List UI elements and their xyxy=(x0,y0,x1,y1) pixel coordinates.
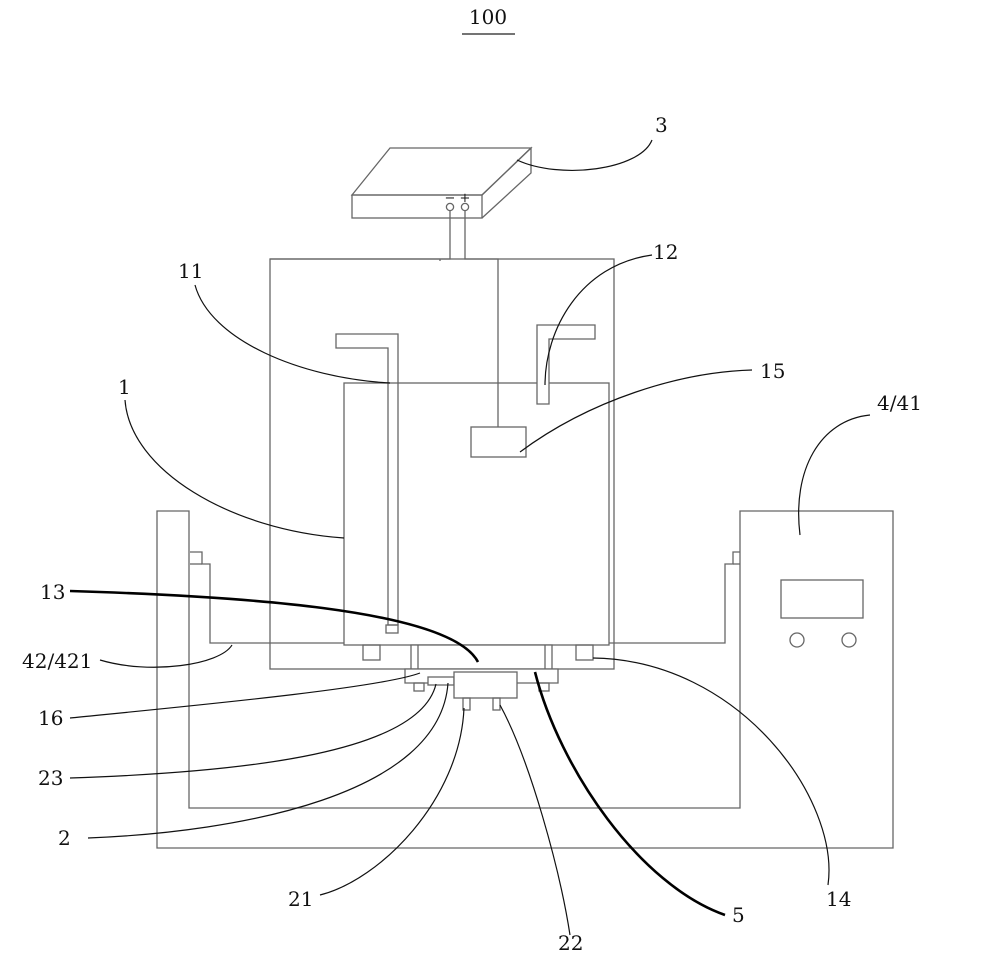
leader-11 xyxy=(194,284,391,384)
leader-14 xyxy=(592,657,830,886)
part-22-left xyxy=(462,697,471,711)
power-supply: − + xyxy=(350,146,533,219)
control-box xyxy=(780,579,864,648)
leader-15 xyxy=(519,369,753,453)
label-11: 11 xyxy=(178,259,203,283)
leader-1 xyxy=(124,399,345,539)
part-2-upper xyxy=(410,644,553,670)
leader-22 xyxy=(499,704,571,936)
part-23 xyxy=(427,676,455,686)
bolt-left xyxy=(413,682,425,692)
control-knob-right xyxy=(841,632,857,648)
label-1: 1 xyxy=(118,375,131,399)
label-15: 15 xyxy=(760,359,785,383)
element-15 xyxy=(470,426,527,458)
leader-5 xyxy=(533,671,726,917)
outer-container xyxy=(156,510,894,849)
label-22: 22 xyxy=(558,931,583,955)
leader-13 xyxy=(69,589,480,663)
leader-3 xyxy=(516,139,653,171)
part-21 xyxy=(453,671,518,699)
leader-2 xyxy=(87,682,449,839)
foot-14 xyxy=(575,644,594,661)
bottom-assembly xyxy=(362,644,594,711)
label-21: 21 xyxy=(288,887,313,911)
positive-sign: + xyxy=(460,191,471,206)
negative-terminal xyxy=(445,202,455,212)
control-display xyxy=(780,579,864,619)
left-pipe-foot xyxy=(385,624,399,634)
leader-42-421 xyxy=(99,644,233,668)
leader-12 xyxy=(544,254,653,386)
control-knob-left xyxy=(789,632,805,648)
figure-title: 100 xyxy=(469,5,507,29)
leader-23 xyxy=(69,683,437,779)
inner-vessel xyxy=(343,382,610,646)
label-16: 16 xyxy=(38,706,63,730)
label-3: 3 xyxy=(655,113,668,137)
label-5: 5 xyxy=(732,903,745,927)
leader-16 xyxy=(69,672,421,719)
label-23: 23 xyxy=(38,766,63,790)
label-13: 13 xyxy=(40,580,65,604)
negative-sign: − xyxy=(445,191,456,206)
positive-cable xyxy=(464,211,499,427)
leader-21 xyxy=(319,707,465,896)
part-22-right xyxy=(492,697,501,711)
label-4-41: 4/41 xyxy=(877,391,922,415)
label-42-421: 42/421 xyxy=(22,649,92,673)
leader-4-41 xyxy=(798,414,871,536)
positive-terminal xyxy=(460,202,470,212)
foot-left xyxy=(362,644,381,661)
label-14: 14 xyxy=(826,887,851,911)
negative-cable xyxy=(270,211,451,261)
right-pipe xyxy=(536,324,596,405)
label-12: 12 xyxy=(653,240,678,264)
label-2: 2 xyxy=(58,826,71,850)
